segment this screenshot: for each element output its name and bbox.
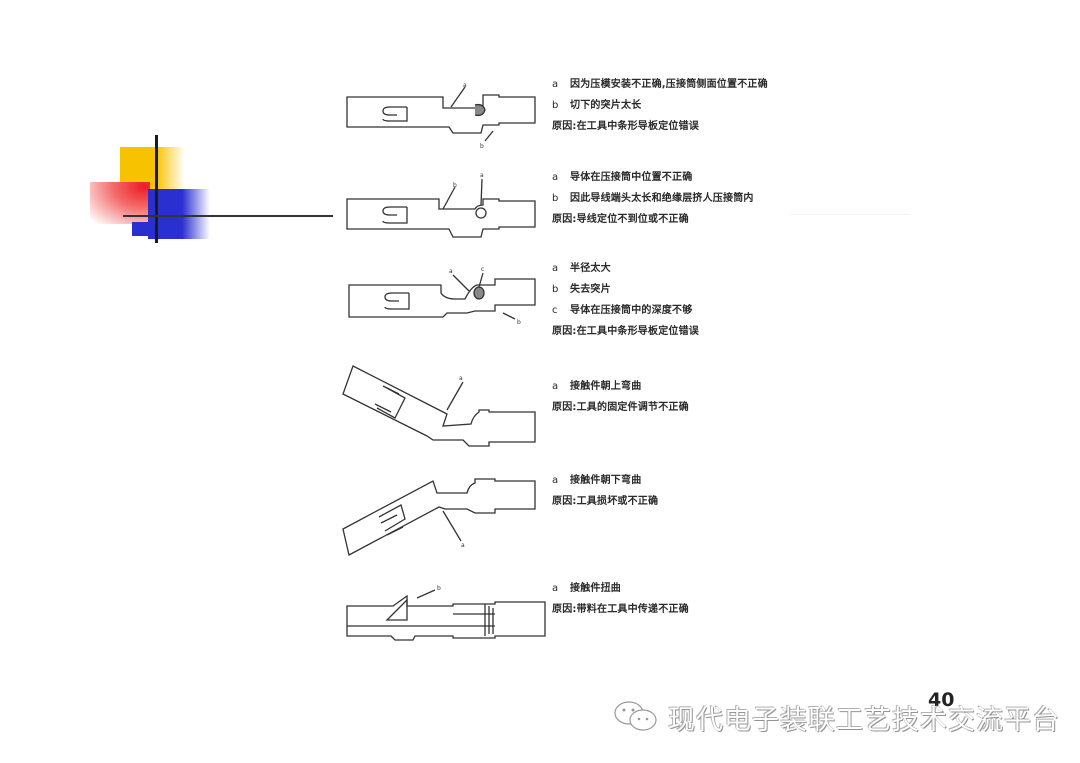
annotation-cause: 原因:在工具中条形导板定位错误	[552, 326, 699, 337]
annotation-cause: 原因:工具损坏或不正确	[552, 496, 659, 507]
logo-blue-square	[148, 189, 210, 239]
svg-text:b: b	[517, 319, 521, 326]
annotation-cause: 原因:工具的固定件调节不正确	[552, 402, 689, 413]
logo-red-square	[90, 182, 150, 224]
terminal-drawing-4: a	[335, 360, 550, 460]
svg-text:a: a	[461, 542, 465, 549]
svg-text:a: a	[463, 82, 467, 89]
watermark-text: 现代电子装联工艺技术交流平台	[668, 704, 1060, 736]
terminal-drawing-6: b	[335, 578, 550, 648]
svg-text:b: b	[437, 585, 441, 592]
svg-text:a: a	[459, 375, 463, 382]
svg-text:a: a	[480, 172, 484, 179]
watermark: 现代电子装联工艺技术交流平台	[612, 695, 1060, 739]
svg-text:a: a	[449, 268, 453, 275]
wechat-icon	[612, 699, 662, 735]
svg-text:b: b	[480, 143, 484, 150]
terminal-drawing-5: a	[335, 465, 550, 570]
svg-text:b: b	[453, 182, 457, 189]
terminal-drawing-3: a c b	[335, 255, 550, 335]
annotation-cause: 原因:导线定位不到位或不正确	[552, 214, 689, 225]
logo-vertical-line	[155, 135, 158, 243]
logo-blue-notch	[132, 222, 152, 236]
annotation-cause: 原因:带料在工具中传递不正确	[552, 604, 689, 615]
slide-logo	[80, 125, 340, 250]
terminal-drawing-1: a b	[335, 75, 550, 155]
svg-text:c: c	[481, 266, 484, 273]
page-number: 40	[928, 689, 955, 711]
annotation-cause: 原因:在工具中条形导板定位错误	[552, 121, 699, 132]
terminal-drawing-2: b a	[335, 165, 550, 245]
title-rule	[790, 214, 910, 215]
logo-horizontal-line	[123, 215, 333, 217]
